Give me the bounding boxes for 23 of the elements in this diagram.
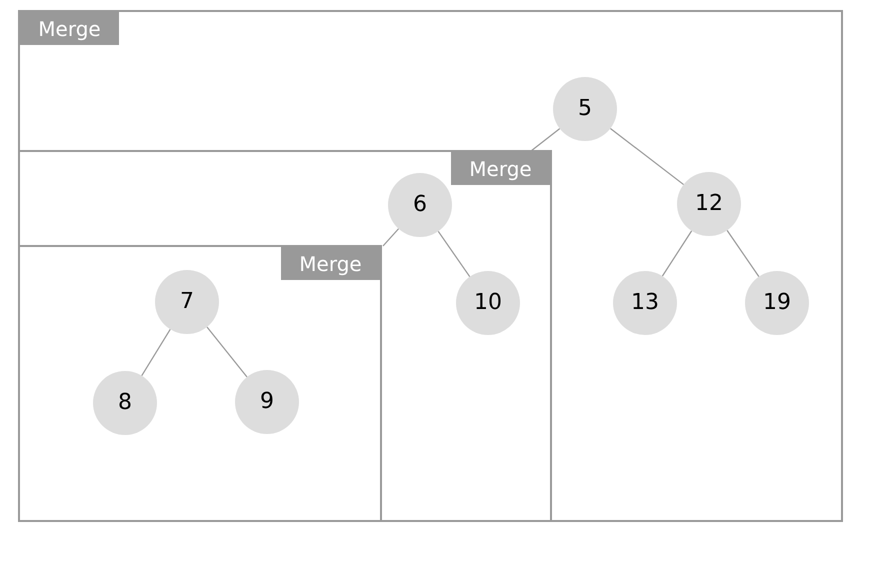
merge-frame (18, 150, 552, 522)
connector-line (610, 128, 684, 186)
connector-line (726, 230, 760, 277)
merge-label: Merge (20, 12, 119, 45)
node-value: 10 (474, 292, 502, 314)
node-value: 5 (578, 98, 592, 120)
node-value: 8 (118, 392, 132, 414)
connector-line (382, 228, 399, 246)
merge-label: Merge (281, 247, 380, 280)
connector-line (662, 230, 692, 276)
merge-frame (18, 10, 843, 522)
node-value: 12 (695, 193, 723, 215)
node-value: 9 (260, 391, 274, 413)
connector-line (438, 230, 470, 278)
node-value: 13 (631, 292, 659, 314)
node-value: 7 (180, 291, 194, 313)
connector-line (206, 326, 248, 378)
merge-frame (18, 245, 382, 522)
merge-label: Merge (451, 152, 550, 185)
node-value: 6 (413, 194, 427, 216)
connector-line (530, 128, 560, 152)
connector-line (141, 328, 171, 376)
node-value: 19 (763, 292, 791, 314)
